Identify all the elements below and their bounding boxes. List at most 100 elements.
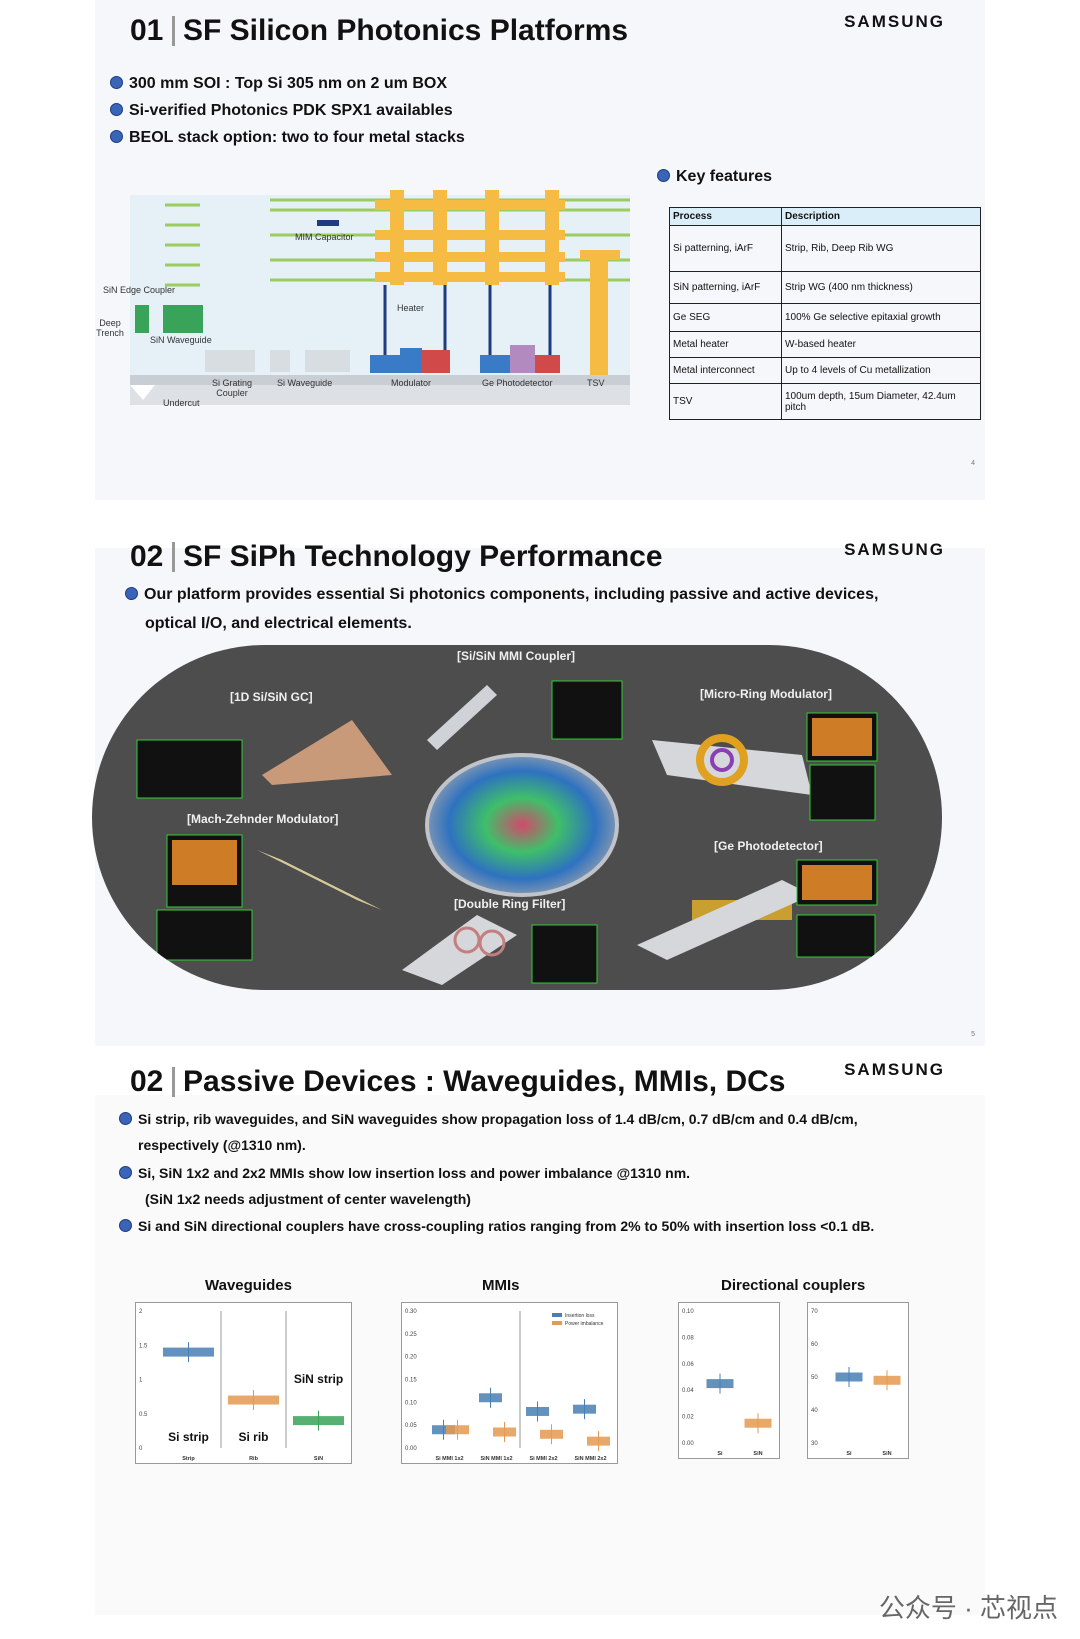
label-micro-ring: [Micro-Ring Modulator]: [700, 687, 832, 701]
label-mmi-coupler: [Si/SiN MMI Coupler]: [457, 649, 575, 663]
component-showcase: [Si/SiN MMI Coupler] [1D Si/SiN GC] [Mic…: [92, 645, 942, 990]
bullet-icon: [119, 1219, 132, 1232]
diagram-label-si-grating: Si Grating Coupler: [211, 378, 253, 398]
table-header: Description: [781, 207, 981, 226]
slide-passive-devices: 02 Passive Devices : Waveguides, MMIs, D…: [95, 1060, 985, 1615]
samsung-logo: SAMSUNG: [844, 540, 945, 559]
chart-title-mmis: MMIs: [482, 1277, 520, 1294]
diagram-label-mim: MIM Capacitor: [295, 232, 354, 242]
x-tick-label: Si MMI 1x2: [435, 1456, 463, 1462]
y-tick-label: 0.04: [682, 1388, 694, 1394]
title-divider: [172, 1067, 175, 1097]
bullet-icon: [110, 103, 123, 116]
x-tick-label: SiN: [753, 1451, 762, 1457]
box-mark: [706, 1379, 734, 1389]
intro-bullet: Our platform provides essential Si photo…: [125, 586, 878, 604]
slide-platforms: 01 SF Silicon Photonics Platforms SAMSUN…: [95, 0, 985, 500]
samsung-logo: SAMSUNG: [844, 12, 945, 31]
x-tick-label: Rib: [249, 1456, 259, 1462]
table-header-row: Process Description: [669, 207, 981, 226]
box-mark: [573, 1404, 596, 1414]
y-tick-label: 1.5: [139, 1343, 148, 1349]
diagram-label-ge-pd: Ge Photodetector: [482, 378, 553, 388]
box-mark: [446, 1425, 469, 1435]
box-mark: [526, 1406, 549, 1416]
label-ge-photodetector: [Ge Photodetector]: [714, 839, 823, 853]
y-tick-label: 50: [811, 1375, 818, 1381]
diagram-label-undercut: Undercut: [163, 398, 200, 408]
box-mark: [493, 1427, 516, 1437]
y-tick-label: 0.20: [405, 1355, 417, 1361]
slide-title: Passive Devices : Waveguides, MMIs, DCs: [183, 1065, 786, 1098]
series-annotation: Si rib: [238, 1430, 268, 1444]
x-tick-label: SiN MMI 2x2: [574, 1456, 606, 1462]
box-mark: [228, 1395, 279, 1405]
table-header: Process: [669, 207, 782, 226]
bullet-2-cont: (SiN 1x2 needs adjustment of center wave…: [145, 1191, 471, 1207]
bullet-icon: [110, 76, 123, 89]
slide-number: 01: [130, 14, 164, 47]
bullet-3: BEOL stack option: two to four metal sta…: [110, 129, 465, 147]
component-illustrations: [136, 680, 878, 985]
slide-title: SF Silicon Photonics Platforms: [183, 14, 629, 47]
slide-number: 02: [130, 1065, 164, 1098]
box-mark: [293, 1416, 344, 1426]
page-number: 4: [971, 460, 975, 467]
diagram-label-deep-trench: Deep Trench: [96, 318, 124, 338]
y-tick-label: 0.08: [682, 1335, 694, 1341]
y-tick-label: 60: [811, 1342, 818, 1348]
bullet-icon: [110, 130, 123, 143]
bullet-1: 300 mm SOI : Top Si 305 nm on 2 um BOX: [110, 75, 447, 93]
diagram-label-modulator: Modulator: [391, 378, 432, 388]
label-mach-zehnder: [Mach-Zehnder Modulator]: [187, 812, 339, 826]
box-mark: [587, 1436, 610, 1446]
label-double-ring: [Double Ring Filter]: [454, 897, 566, 911]
samsung-logo: SAMSUNG: [844, 1060, 945, 1079]
y-tick-label: 70: [811, 1309, 818, 1315]
x-tick-label: Si MMI 2x2: [529, 1456, 557, 1462]
slide-number: 02: [130, 540, 164, 573]
box-mark: [873, 1375, 901, 1385]
slide-title: SF SiPh Technology Performance: [183, 540, 663, 573]
bullet-icon: [657, 169, 670, 182]
y-tick-label: 30: [811, 1441, 818, 1447]
box-mark: [163, 1347, 214, 1357]
box-mark: [835, 1372, 863, 1382]
label-grating-coupler: [1D Si/SiN GC]: [230, 690, 313, 704]
y-tick-label: 2: [139, 1309, 143, 1315]
chart-title-waveguides: Waveguides: [205, 1277, 292, 1294]
y-tick-label: 0.30: [405, 1309, 417, 1315]
bullet-icon: [125, 587, 138, 600]
legend-entry: Power imbalance: [565, 1321, 604, 1327]
slide-performance: 02 SF SiPh Technology Performance SAMSUN…: [92, 540, 985, 1046]
chart-title-dc: Directional couplers: [721, 1277, 866, 1294]
diagram-label-heater: Heater: [397, 303, 425, 313]
y-tick-label: 0.5: [139, 1412, 148, 1418]
y-tick-label: 0.10: [682, 1309, 694, 1315]
x-tick-label: SiN: [882, 1451, 891, 1457]
x-tick-label: SiN: [314, 1456, 323, 1462]
bullet-icon: [119, 1112, 132, 1125]
x-tick-label: SiN MMI 1x2: [480, 1456, 512, 1462]
y-tick-label: 0.25: [405, 1332, 417, 1338]
legend-swatch: [552, 1321, 562, 1325]
diagram-label-tsv: TSV: [587, 378, 605, 388]
series-annotation: SiN strip: [294, 1372, 343, 1386]
bullet-3: Si and SiN directional couplers have cro…: [119, 1218, 874, 1234]
legend-entry: Insertion loss: [565, 1313, 595, 1319]
y-tick-label: 0.05: [405, 1423, 417, 1429]
box-mark: [540, 1429, 563, 1439]
intro-bullet-cont: optical I/O, and electrical elements.: [145, 615, 412, 632]
legend-swatch: [552, 1313, 562, 1317]
key-features-heading: Key features: [657, 168, 772, 186]
bullet-2: Si-verified Photonics PDK SPX1 available…: [110, 102, 453, 120]
box-mark: [479, 1393, 502, 1403]
series-annotation: Si strip: [168, 1430, 209, 1444]
